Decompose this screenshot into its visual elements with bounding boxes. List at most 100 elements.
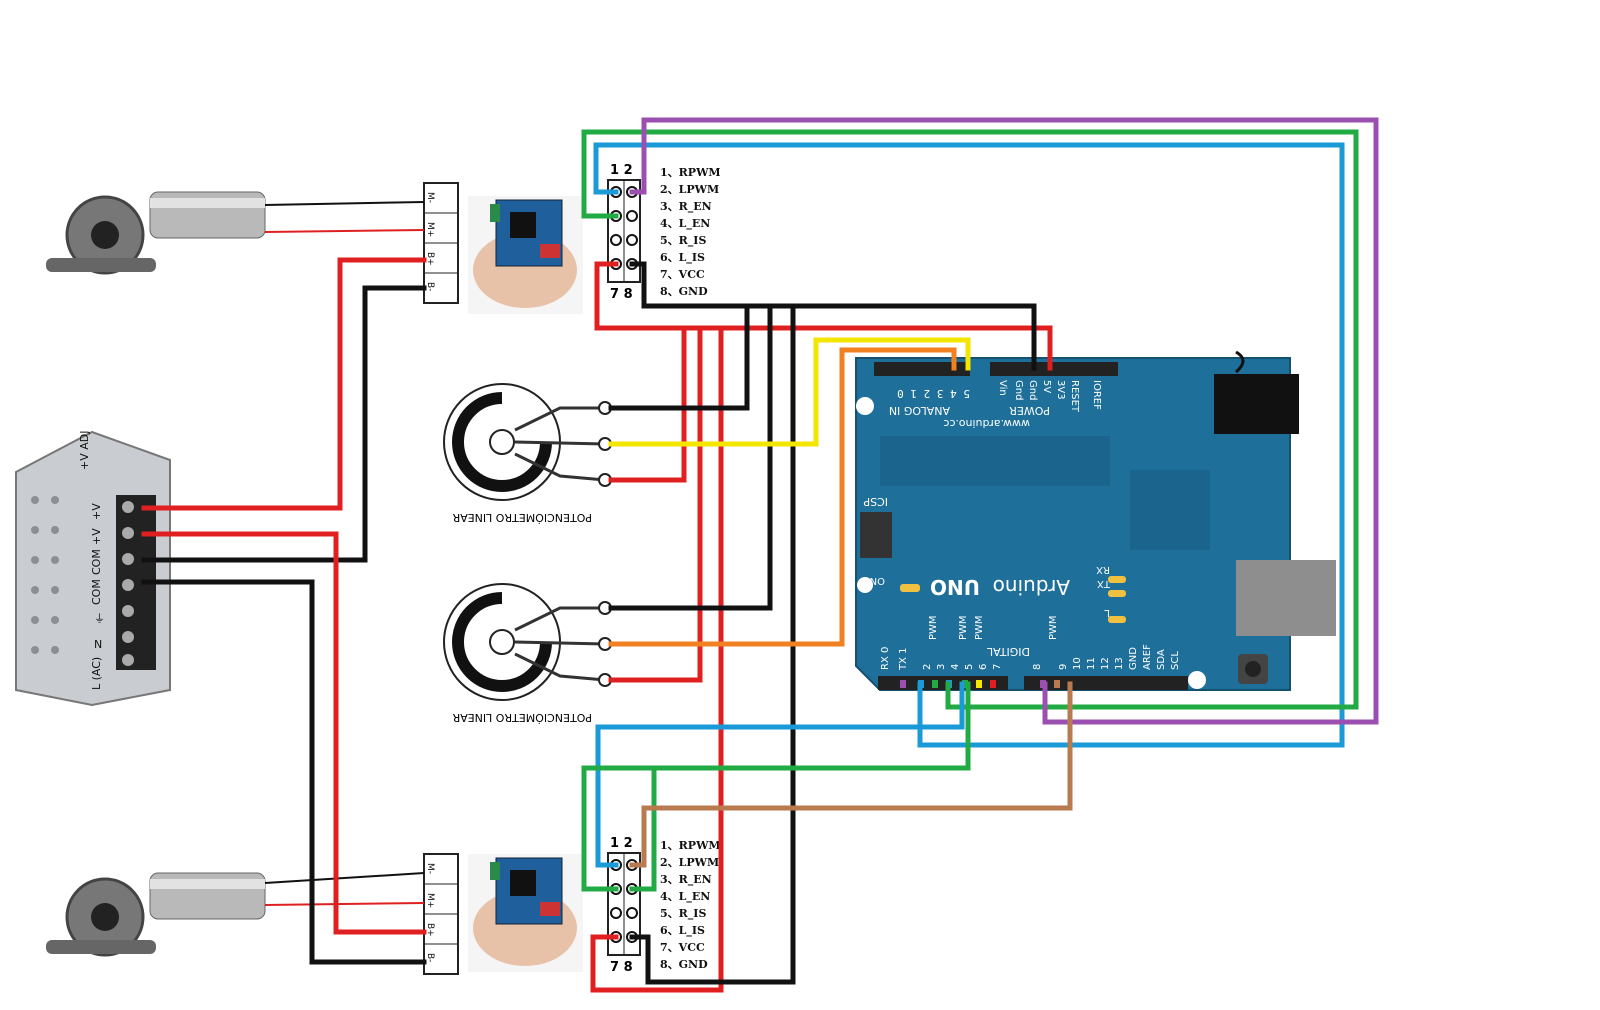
terminal-m-minus: M- — [425, 192, 435, 203]
pin-label-rpwm: 1、RPWM — [660, 166, 721, 179]
pin-label-ren: 3、R_EN — [660, 200, 712, 214]
power-label: POWER — [1009, 404, 1050, 417]
dpin-gnd: GND — [1128, 647, 1139, 670]
dpin-10: 10 — [1072, 657, 1083, 670]
pin-label-vcc: 7、VCC — [660, 268, 705, 281]
wire-black-gnd-bottom-driver — [629, 303, 796, 985]
psu-label-com1: COM — [90, 549, 103, 575]
mount-hole — [857, 577, 873, 593]
arduino-brand: Arduino — [993, 575, 1070, 599]
pin-label-lpwm: 2、LPWM — [660, 183, 719, 196]
header-bottom-numbers: 7 8 — [610, 287, 633, 302]
header-bottom-numbers: 7 8 — [610, 960, 633, 975]
pin-label-len: 4、L_EN — [660, 890, 710, 904]
motor-bottom — [46, 872, 266, 957]
terminal-m-plus: M+ — [425, 222, 435, 237]
usb-port — [1236, 560, 1336, 636]
pin-label-ris: 5、R_IS — [660, 234, 706, 248]
header-top-numbers: 1 2 — [610, 836, 633, 851]
pwm-label: PWM — [1048, 615, 1059, 640]
motor-leads — [264, 201, 425, 906]
icsp-header — [860, 512, 892, 558]
pin-label-gnd: 8、GND — [660, 958, 708, 971]
dpin-4: 4 — [950, 664, 961, 670]
pin-label-ren: 3、R_EN — [660, 873, 712, 887]
wire-psu-red-top — [141, 257, 427, 511]
terminal-b-plus: B+ — [425, 923, 435, 937]
dc-jack — [1214, 374, 1299, 434]
psu-label-adj: +V ADJ — [78, 431, 91, 470]
wire-black-gnd-top-driver — [629, 261, 1037, 371]
board-cable-hook — [1234, 350, 1245, 374]
dpin-tx1: TX 1 — [898, 648, 909, 672]
wire-blue-bottom-rpwm — [595, 681, 965, 868]
driver-module-bottom — [468, 854, 583, 972]
dpin-12: 12 — [1100, 657, 1111, 670]
terminal-b-minus: B- — [425, 953, 435, 962]
power-pin-vin: Vin — [997, 380, 1008, 396]
driver-header-bottom: 1 2 7 8 1、RPWM 2、LPWM 3、R_EN 4、L_EN 5、R_… — [607, 836, 721, 975]
analog-header — [874, 362, 970, 376]
wire-psu-red-bottom — [141, 531, 427, 935]
pin-label-ris: 5、R_IS — [660, 907, 706, 921]
psu-label-l: L (AC) — [90, 657, 103, 690]
pwm-label: PWM — [958, 615, 969, 640]
psu-label-ground: ⏚ — [94, 612, 105, 625]
dpin-6: 6 — [978, 664, 989, 670]
wire-red-5v-top-driver — [594, 261, 1053, 371]
dpin-13: 13 — [1114, 657, 1125, 670]
wire-psu-black-bottom — [141, 579, 427, 965]
header-top-numbers: 1 2 — [610, 163, 633, 178]
power-supply: +V ADJ +V +V COM COM ⏚ N L (AC) — [15, 431, 171, 707]
pwm-label: PWM — [974, 615, 985, 640]
icsp-label: ICSP — [863, 495, 888, 508]
dpin-11: 11 — [1086, 657, 1097, 670]
pin-label-lis: 6、L_IS — [660, 924, 705, 938]
wire-red-5v-pot-top — [608, 325, 687, 483]
motor-top — [46, 191, 266, 275]
pin-label-rpwm: 1、RPWM — [660, 839, 721, 852]
driver-header-top: 1 2 7 8 1、RPWM 2、LPWM 3、R_EN 4、L_EN 5、R_… — [607, 163, 721, 302]
wire-green-top-en — [581, 129, 1359, 710]
pin-label-lpwm: 2、LPWM — [660, 856, 719, 869]
dpin-9: 9 — [1058, 664, 1069, 670]
wire-psu-black-top — [141, 285, 427, 563]
potentiometer-label: POTENCIÓMETRO LINEAR — [452, 511, 592, 524]
wire-black-gnd-pot-bottom — [608, 303, 773, 611]
dpin-scl: SCL — [1170, 651, 1181, 670]
on-label: ON — [870, 575, 885, 586]
potentiometer-bottom: POTENCIÓMETRO LINEAR — [443, 583, 612, 724]
tx-label: TX — [1097, 578, 1111, 589]
psu-label-n: N — [94, 638, 102, 651]
dpin-2: 2 — [922, 664, 933, 670]
digital-header-low — [878, 676, 1008, 690]
dpin-aref: AREF — [1142, 644, 1153, 670]
wire-black-gnd-pot-top — [608, 303, 750, 411]
pin-label-len: 4、L_EN — [660, 217, 710, 231]
wire-brown-bottom-lpwm — [629, 681, 1073, 868]
arduino-board: Arduino UNO www.arduino.cc ANALOG IN 5 4… — [855, 357, 1336, 691]
terminal-m-minus: M- — [425, 863, 435, 874]
wire-orange-a1 — [608, 347, 957, 647]
mount-hole — [856, 397, 874, 415]
dpin-8: 8 — [1032, 664, 1043, 670]
power-pin-reset: RESET — [1069, 380, 1080, 413]
rx-label: RX — [1096, 564, 1110, 575]
pin-label-vcc: 7、VCC — [660, 941, 705, 954]
psu-label-com2: COM — [90, 579, 103, 605]
power-pin-gnd2: Gnd — [1027, 380, 1038, 400]
power-pin-5v: 5V — [1041, 380, 1052, 393]
dpin-sda: SDA — [1156, 649, 1167, 670]
l-label: L — [1104, 607, 1110, 618]
wire-blue-top-rpwm — [593, 142, 1345, 748]
psu-label-v2: +V — [90, 528, 103, 545]
arduino-url: www.arduino.cc — [943, 417, 1030, 430]
potentiometer-top: POTENCIÓMETRO LINEAR — [443, 383, 612, 524]
wire-red-5v-pot-bottom — [608, 325, 703, 683]
analog-pin-numbers: 5 4 3 2 1 0 — [897, 387, 970, 400]
dpin-5: 5 — [964, 664, 975, 670]
arduino-model: UNO — [930, 575, 980, 599]
mount-hole — [1188, 671, 1206, 689]
dpin-rx0: RX 0 — [880, 647, 891, 670]
